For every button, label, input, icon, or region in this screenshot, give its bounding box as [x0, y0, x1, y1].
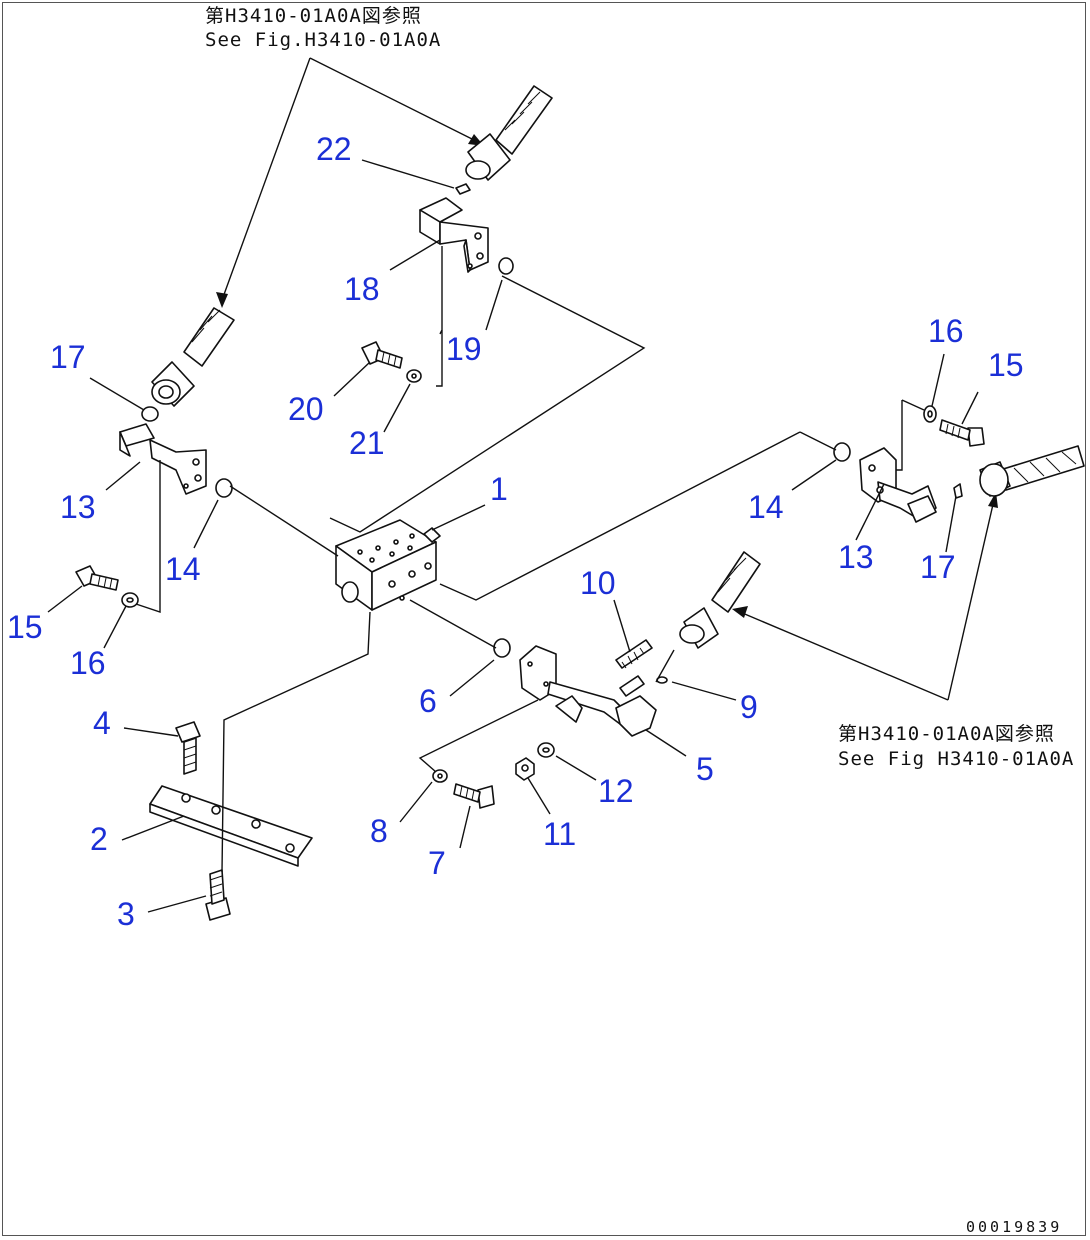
reference-arrows-right: [732, 492, 998, 701]
callout-21: 21: [349, 425, 385, 461]
oring-6: [493, 638, 511, 658]
hose-right: [979, 445, 1085, 497]
oring-22: [455, 183, 471, 195]
callout-6: 6: [419, 683, 437, 719]
part-bolt-15-right: [939, 419, 985, 447]
callout-16-right: 16: [928, 313, 964, 349]
callout-17-right: 17: [920, 549, 956, 585]
oring-14-right: [833, 442, 851, 462]
callout-14-right: 14: [748, 489, 784, 525]
part-screw-10: [615, 639, 653, 697]
reference-right-en: See Fig H3410-01A0A: [838, 748, 1074, 770]
document-id: 00019839: [966, 1218, 1062, 1236]
hose-top-center: [465, 85, 553, 181]
part-plate-2: [149, 785, 313, 867]
oring-17-left: [141, 406, 159, 422]
callout-2: 2: [90, 821, 108, 857]
oring-17-right: [953, 483, 963, 499]
leader-lines: [47, 159, 979, 913]
callout-5: 5: [696, 751, 714, 787]
callout-19: 19: [446, 331, 482, 367]
part-bolt-4: [175, 721, 201, 775]
assembly-lines: [135, 246, 925, 873]
callout-9: 9: [740, 689, 758, 725]
reference-top-en: See Fig.H3410-01A0A: [205, 29, 441, 51]
hose-left: [151, 307, 235, 407]
callouts: 1 2 3 4 5 6 7 8 9 10 11 12 13 13 14 14 1…: [7, 131, 1024, 932]
part-elbow-13-left: [119, 423, 207, 495]
callout-15-left: 15: [7, 609, 43, 645]
callout-12: 12: [598, 773, 634, 809]
part-elbow-18: [419, 197, 489, 273]
callout-13-right: 13: [838, 539, 874, 575]
oring-14-left: [215, 478, 233, 498]
small-parts: [121, 183, 963, 783]
callout-20: 20: [288, 391, 324, 427]
callout-13-left: 13: [60, 489, 96, 525]
callout-16-left: 16: [70, 645, 106, 681]
part-bolt-3: [205, 869, 231, 921]
callout-18: 18: [344, 271, 380, 307]
callout-15-right: 15: [988, 347, 1024, 383]
part-bolt-15-left: [75, 565, 119, 591]
oring-19: [498, 257, 514, 275]
part-bolt-20: [361, 341, 403, 369]
hose-middle: [679, 551, 761, 649]
callout-11: 11: [543, 816, 576, 852]
part-valve-block-1: [335, 519, 441, 611]
callout-3: 3: [117, 896, 135, 932]
callout-14-left: 14: [165, 551, 201, 587]
part-tube-5: [519, 645, 657, 737]
callout-4: 4: [93, 705, 111, 741]
callout-22: 22: [316, 131, 352, 167]
callout-8: 8: [370, 813, 388, 849]
reference-top-jp: 第H3410-01A0A図参照: [205, 5, 422, 27]
callout-10: 10: [580, 565, 616, 601]
part-bolt-7: [453, 783, 495, 809]
reference-right-jp: 第H3410-01A0A図参照: [838, 723, 1055, 745]
callout-17-left: 17: [50, 339, 86, 375]
callout-1: 1: [490, 471, 508, 507]
callout-7: 7: [428, 845, 446, 881]
part-elbow-13-right: [859, 447, 937, 523]
